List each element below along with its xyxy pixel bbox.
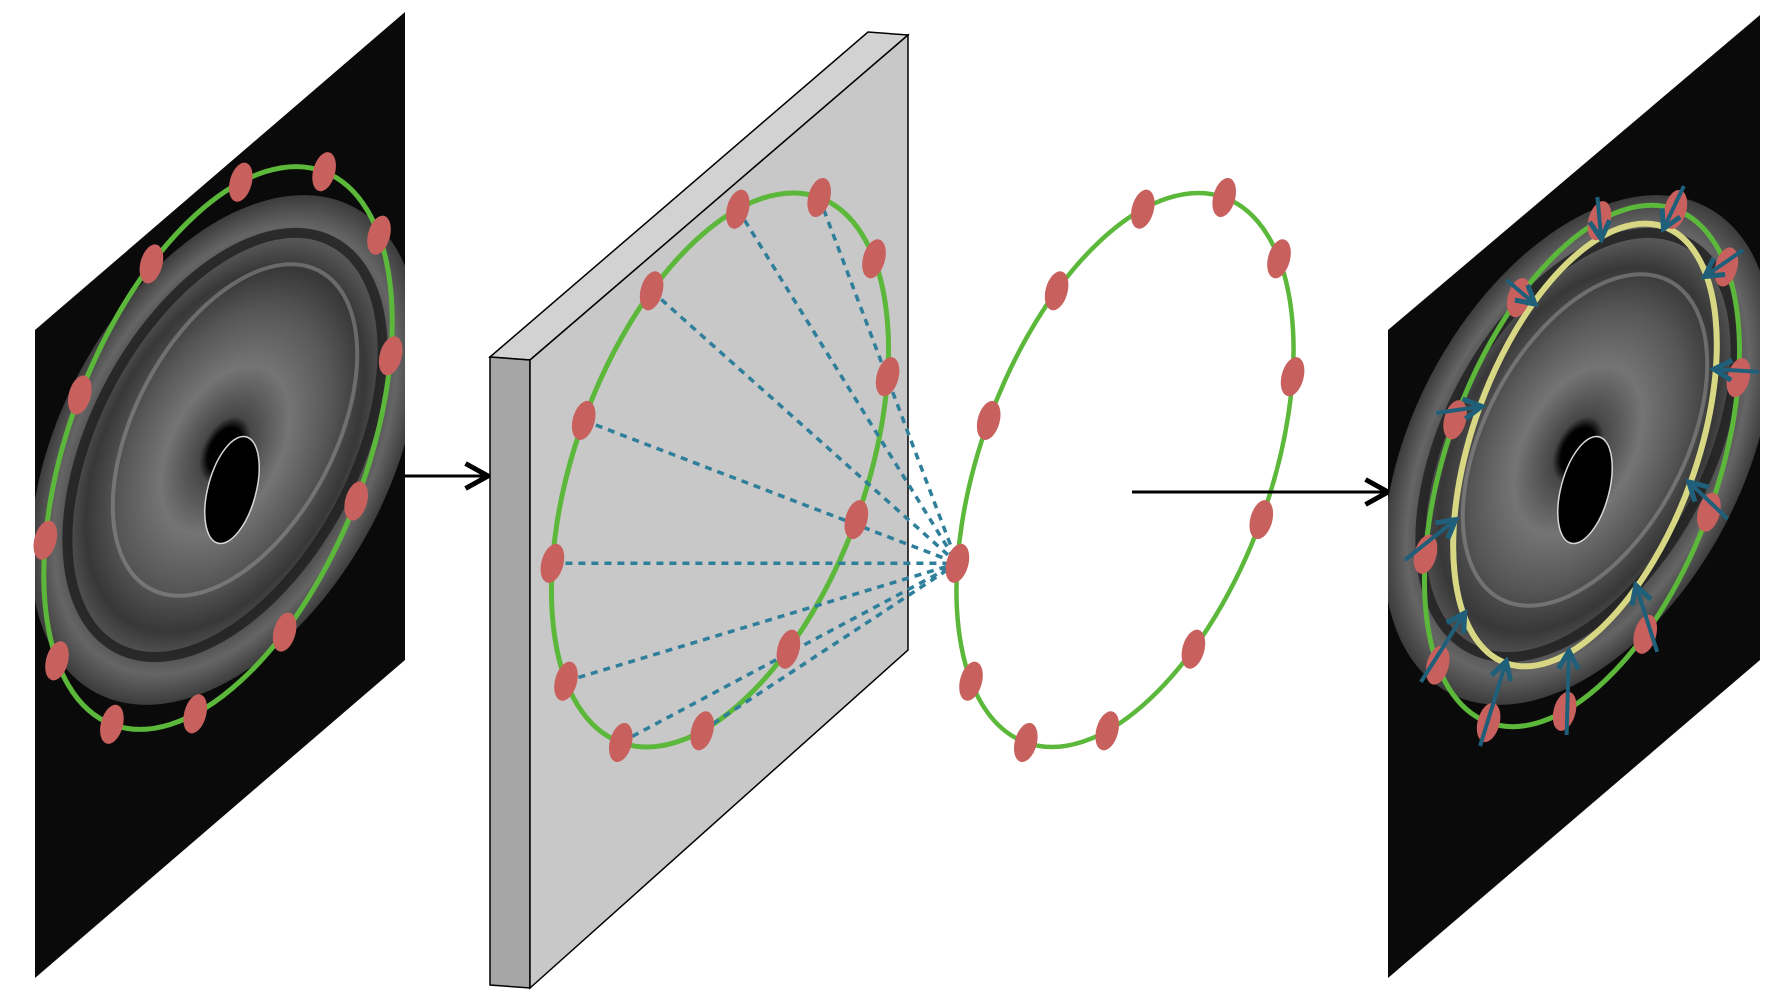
- ring-contour-nodes: [945, 177, 1305, 763]
- output-node-6: [1413, 534, 1438, 574]
- plane-node-12: [875, 357, 900, 397]
- output-ivus-panel: [1388, 15, 1760, 978]
- input-lumen: [204, 435, 260, 545]
- ring-node-7: [976, 400, 1001, 440]
- input-node-4: [100, 704, 124, 744]
- ring-node-1: [1249, 500, 1274, 540]
- plane-node-11: [862, 239, 886, 279]
- output-node-1: [1697, 492, 1721, 532]
- input-node-1: [344, 481, 369, 521]
- input-node-8: [139, 244, 164, 284]
- plane-node-10: [807, 177, 832, 218]
- graph-edge-9: [736, 208, 959, 565]
- offset-arrow-11-icon: [1706, 248, 1745, 275]
- output-node-3: [1552, 691, 1577, 731]
- input-node-7: [67, 375, 92, 415]
- ring-node-2: [1181, 629, 1206, 669]
- input-contour-nodes: [33, 152, 403, 744]
- ring-node-10: [1212, 177, 1237, 218]
- plane-node-8: [639, 271, 664, 311]
- plane-node-7: [571, 400, 596, 440]
- ring-node-8: [1044, 271, 1069, 311]
- plane-node-3: [690, 711, 715, 751]
- graph-edges: [552, 196, 960, 745]
- ring-node-5: [959, 661, 983, 701]
- ring-node-3: [1095, 711, 1120, 751]
- offset-arrow-3-icon: [1567, 653, 1569, 736]
- offset-arrow-5-icon: [1419, 615, 1464, 684]
- offset-arrows: [1403, 185, 1760, 747]
- graph-edge-5: [565, 561, 958, 683]
- input-node-9: [228, 162, 253, 202]
- ring-node-6: [945, 543, 970, 583]
- offset-arrow-8-icon: [1505, 278, 1534, 303]
- offset-arrow-10-icon: [1664, 185, 1686, 227]
- offset-arrow-9-icon: [1597, 196, 1601, 237]
- offset-arrow-7-icon: [1436, 407, 1480, 413]
- ring-node-12: [1280, 357, 1305, 397]
- offset-arrow-6-icon: [1403, 521, 1454, 562]
- plane-node-6: [540, 543, 565, 583]
- ring-node-9: [1130, 189, 1155, 229]
- input-node-3: [183, 694, 208, 734]
- input-node-6: [33, 520, 58, 560]
- plane-node-2: [776, 629, 801, 669]
- ring-contour: [954, 190, 1296, 750]
- input-node-5: [45, 641, 69, 681]
- input-node-10: [312, 152, 336, 192]
- graph-plane: [488, 31, 960, 990]
- input-ivus-panel: [33, 12, 405, 978]
- plane-node-9: [725, 189, 750, 229]
- plane-node-1: [844, 500, 869, 540]
- plane-node-4: [608, 722, 633, 763]
- output-node-2: [1633, 614, 1658, 654]
- plane-node-5: [554, 661, 578, 701]
- graph-edge-4: [619, 561, 959, 745]
- plane-side-edge: [489, 356, 531, 989]
- ring-node-11: [1267, 239, 1291, 279]
- input-node-2: [272, 612, 297, 652]
- offset-arrow-12-icon: [1716, 369, 1760, 372]
- output-node-5: [1425, 645, 1450, 685]
- input-node-11: [367, 215, 391, 255]
- offset-arrow-4-icon: [1478, 663, 1506, 747]
- offset-arrow-1-icon: [1690, 483, 1730, 521]
- input-node-12: [378, 336, 403, 376]
- output-lumen: [1557, 435, 1613, 545]
- plane-contour-nodes: [540, 177, 900, 763]
- graph-edge-7: [583, 418, 959, 565]
- graph-edge-8: [650, 289, 959, 565]
- graph-ring: [945, 177, 1305, 763]
- ring-node-4: [1013, 722, 1038, 763]
- offset-arrow-2-icon: [1637, 587, 1660, 653]
